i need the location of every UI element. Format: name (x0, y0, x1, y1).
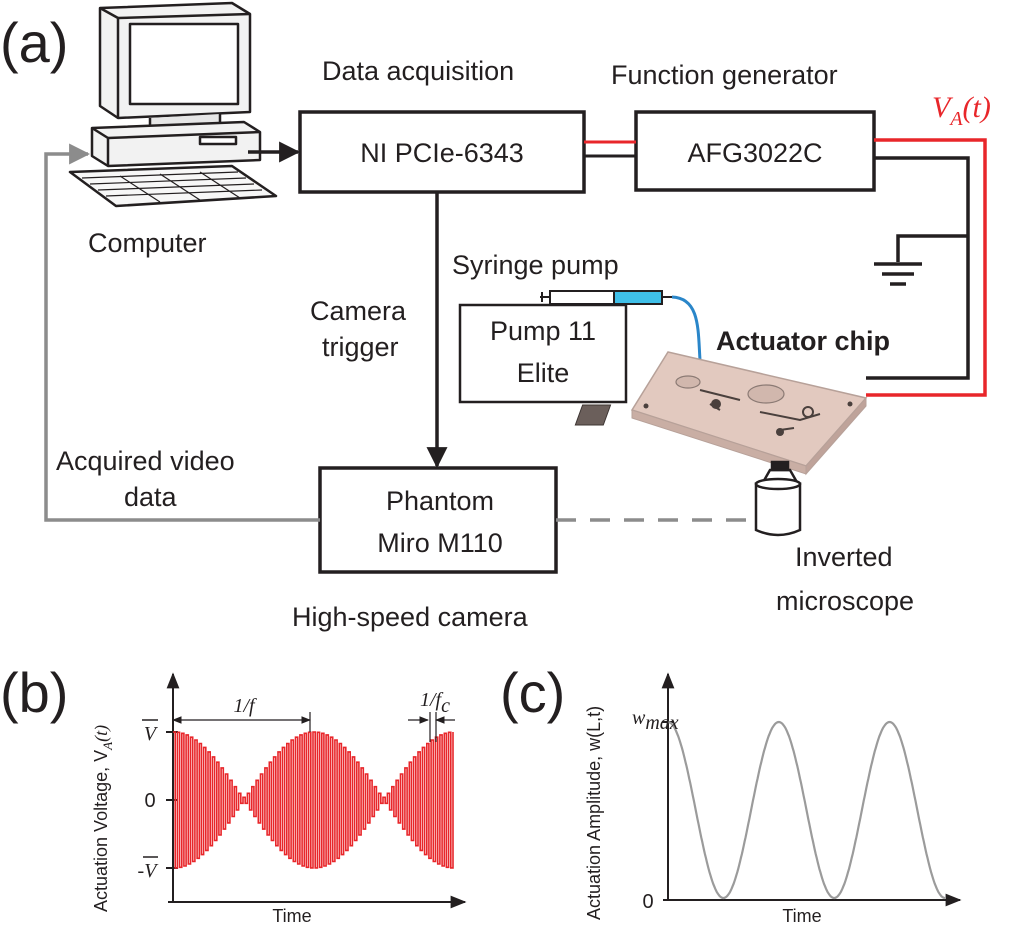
actuator-chip-image (574, 351, 868, 476)
video-label-line1: Acquired video (56, 446, 235, 476)
syringe-pump-label: Syringe pump (452, 250, 619, 280)
computer-label: Computer (88, 228, 207, 258)
pump-box-line1: Pump 11 (490, 316, 596, 346)
panel-c-letter: (c) (500, 661, 565, 724)
function-generator-box-label: AFG3022C (687, 138, 822, 168)
camera-label: High-speed camera (292, 602, 529, 632)
camera-trigger-label-line2: trigger (322, 332, 399, 362)
microscope-objective-icon (754, 460, 802, 537)
camera-box-line2: Miro M110 (377, 528, 503, 558)
chart-b-tick-zero-label: 0 (144, 790, 155, 812)
camera-box-line1: Phantom (386, 486, 494, 516)
video-label-line2: data (124, 482, 178, 512)
chart-c-xlabel: Time (782, 906, 821, 925)
panel-b: (b) V 0 -V Actuation Voltage, VA(t) Time… (0, 661, 467, 926)
function-generator-box (634, 110, 876, 192)
microscope-label-line1: Inverted (795, 542, 893, 572)
pump-box (458, 303, 628, 404)
video-feedback-arrow (44, 143, 320, 522)
computer-icon (68, 1, 278, 208)
daq-box-label: NI PCIe-6343 (360, 138, 524, 168)
chart-b-carrier-group (173, 731, 454, 869)
panel-a: (a) C (0, 1, 991, 632)
chart-c-ylabel: Actuation Amplitude, w(L,t) (584, 706, 604, 920)
chart-c-tick-zero-label: 0 (642, 891, 653, 913)
chart-b-tick-top-label: V (144, 723, 159, 745)
panel-b-letter: (b) (0, 661, 68, 724)
actuator-chip-label: Actuator chip (716, 326, 890, 356)
panel-c: (c) wmax 0 Actuation Amplitude, w(L,t) T… (500, 661, 962, 926)
ground-icon (874, 234, 968, 286)
chart-b: V 0 -V Actuation Voltage, VA(t) Time 1/f… (91, 672, 467, 926)
chart-b-xlabel: Time (272, 906, 311, 925)
chart-c-tick-max-label: wmax (632, 707, 679, 734)
daq-label: Data acquisition (322, 56, 514, 86)
panel-a-letter: (a) (0, 11, 68, 74)
function-generator-label: Function generator (611, 60, 838, 90)
camera-box (318, 466, 558, 574)
fg-output-red-wire (866, 138, 987, 397)
microscope-label-line2: microscope (776, 586, 914, 616)
fg-output-black-wire (866, 156, 970, 380)
chart-c: wmax 0 Actuation Amplitude, w(L,t) Time (584, 672, 962, 926)
pump-box-line2: Elite (517, 358, 570, 388)
chart-b-carrier-label: 1/fc (420, 689, 450, 717)
chart-b-ylabel: Actuation Voltage, VA(t) (91, 725, 115, 912)
chart-b-period-label: 1/f (233, 695, 257, 717)
camera-trigger-label-line1: Camera (310, 296, 407, 326)
chart-c-series-line (667, 720, 946, 900)
chart-b-tick-bottom-label: -V (138, 860, 160, 882)
signal-label: VA(t) (932, 91, 991, 130)
syringe-icon (540, 290, 672, 305)
chart-b-series-line (173, 731, 454, 869)
